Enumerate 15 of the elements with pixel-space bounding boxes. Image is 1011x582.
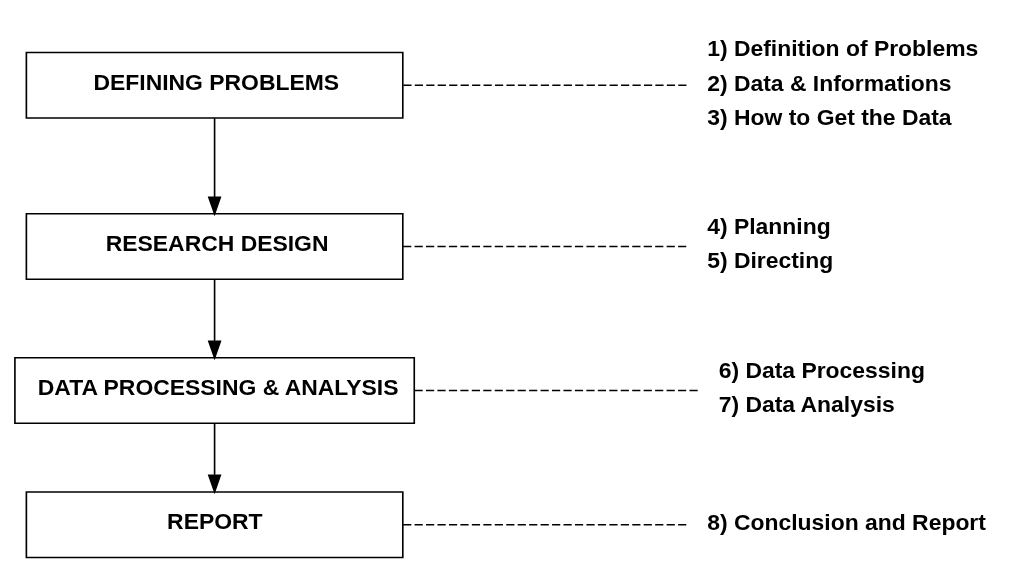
connector bbox=[402, 523, 688, 526]
connector bbox=[402, 83, 688, 86]
node-box: DATA PROCESSING & ANALYSIS bbox=[14, 356, 416, 424]
connector bbox=[402, 245, 688, 247]
connector bbox=[413, 389, 700, 391]
arrow bbox=[207, 422, 222, 494]
node-box: DEFINING PROBLEMS bbox=[25, 51, 404, 119]
node-text: 8) Conclusion and Report bbox=[707, 508, 986, 535]
node-box: REPORT bbox=[25, 490, 404, 558]
arrow bbox=[207, 116, 222, 216]
node-text: 6) Data Processing 7) Data Analysis bbox=[718, 356, 925, 417]
node-text: 1) Definition of Problems 2) Data & Informations 3) How to Get the Data bbox=[707, 34, 979, 130]
arrow bbox=[207, 278, 222, 360]
node-box: RESEARCH DESIGN bbox=[25, 212, 404, 280]
node-text: 4) Planning 5) Directing bbox=[707, 212, 834, 273]
